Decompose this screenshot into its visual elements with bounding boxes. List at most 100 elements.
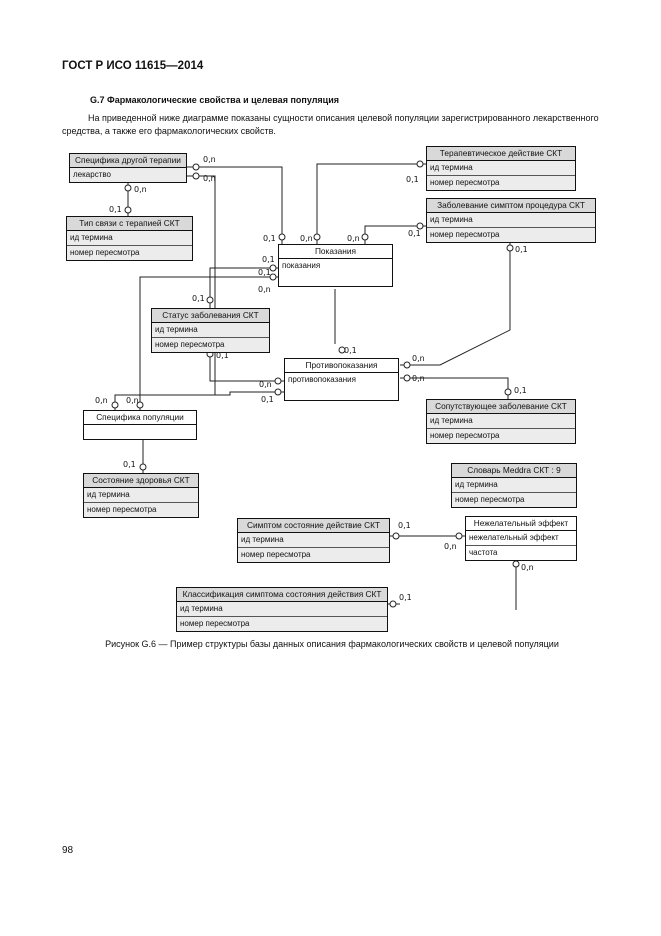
card-label: 0,1: [514, 386, 527, 395]
card-label: 0,1: [123, 460, 136, 469]
circle-therapy-2: [192, 172, 200, 180]
card-label: 0,n: [521, 563, 534, 572]
entity-link-type: Тип связи с терапией СКТ ид термина номе…: [66, 216, 193, 261]
entity-adverse-effect: Нежелательный эффект нежелательный эффек…: [465, 516, 577, 561]
entity-field: номер пересмотра: [84, 502, 198, 517]
card-label: 0,1: [398, 521, 411, 530]
card-label: 0,1: [344, 346, 357, 355]
card-label: 0,n: [300, 234, 313, 243]
entity-title: Терапевтическое действие СКТ: [427, 147, 575, 161]
entity-field: номер пересмотра: [427, 175, 575, 190]
entity-contraindications: Противопоказания противопоказания: [284, 358, 399, 401]
figure-caption: Рисунок G.6 — Пример структуры базы данн…: [105, 639, 559, 649]
entity-field: частота: [466, 545, 576, 560]
circle-comorbid: [504, 388, 512, 396]
intro-paragraph: На приведенной ниже диаграмме показаны с…: [62, 113, 599, 136]
card-label: 0,n: [203, 174, 216, 183]
card-label: 0,n: [259, 380, 272, 389]
entity-population-spec: Специфика популяции: [83, 410, 197, 440]
card-label: 0,1: [258, 268, 271, 277]
entity-field: ид термина: [84, 488, 198, 502]
entity-field: номер пересмотра: [177, 616, 387, 631]
entity-title: Словарь Meddra СКТ : 9: [452, 464, 576, 478]
entity-field: ид термина: [152, 323, 269, 337]
entity-field: ид термина: [238, 533, 389, 547]
circle-adverse-b: [512, 560, 520, 568]
circle-contra-1: [403, 361, 411, 369]
card-label: 0,n: [134, 185, 147, 194]
entity-title: Классификация симптома состояния действи…: [177, 588, 387, 602]
entity-field: противопоказания: [288, 375, 356, 384]
entity-field: номер пересмотра: [452, 492, 576, 507]
entity-title: Противопоказания: [285, 359, 398, 373]
circle-disease: [416, 222, 424, 230]
line-ind-status: [209, 267, 280, 308]
entity-indications: Показания показания: [278, 244, 393, 287]
line-disease-contra: [400, 241, 511, 366]
circle-ind-4: [269, 264, 277, 272]
entity-other-therapy-spec: Специфика другой терапии лекарство: [69, 153, 187, 183]
circle-status: [206, 296, 214, 304]
circle-link: [124, 184, 132, 192]
entity-symptom-classification: Классификация симптома состояния действи…: [176, 587, 388, 632]
circle-class: [389, 600, 397, 608]
entity-field: показания: [282, 261, 321, 270]
entity-title: Специфика другой терапии: [70, 154, 186, 168]
entity-health-state: Состояние здоровья СКТ ид термина номер …: [83, 473, 199, 518]
card-label: 0,n: [203, 155, 216, 164]
circle-contra-3: [274, 377, 282, 385]
card-label: 0,1: [515, 245, 528, 254]
card-label: 0,1: [262, 255, 275, 264]
circle-pop-1: [111, 401, 119, 409]
entity-therapeutic-action: Терапевтическое действие СКТ ид термина …: [426, 146, 576, 191]
circle-ind-3: [361, 233, 369, 241]
circle-ind-1: [278, 233, 286, 241]
entity-field: ид термина: [452, 478, 576, 492]
entity-field: номер пересмотра: [238, 547, 389, 562]
entity-field: номер пересмотра: [152, 337, 269, 352]
entity-title: Заболевание симптом процедура СКТ: [427, 199, 595, 213]
entity-meddra-dictionary: Словарь Meddra СКТ : 9 ид термина номер …: [451, 463, 577, 508]
entity-title: Статус заболевания СКТ: [152, 309, 269, 323]
circle-ind-5: [269, 273, 277, 281]
circle-health: [139, 463, 147, 471]
card-label: 0,1: [408, 229, 421, 238]
circle-pop-2: [136, 401, 144, 409]
circle-contra-4: [274, 388, 282, 396]
entity-title: Специфика популяции: [84, 411, 196, 425]
circle-symptom: [392, 532, 400, 540]
entity-title: Тип связи с терапией СКТ: [67, 217, 192, 231]
line-contra-pop: [170, 391, 285, 396]
card-label: 0,1: [192, 294, 205, 303]
entity-field: [84, 425, 196, 439]
line-status-contra: [209, 347, 285, 382]
entity-title: Сопутствующее заболевание СКТ: [427, 400, 575, 414]
card-label: 0,1: [109, 205, 122, 214]
circle-therapy-1: [192, 163, 200, 171]
entity-field: нежелательный эффект: [469, 533, 559, 542]
entity-symptom-state-action: Симптом состояние действие СКТ ид термин…: [237, 518, 390, 563]
entity-title: Состояние здоровья СКТ: [84, 474, 198, 488]
line-ind-pop: [139, 276, 280, 411]
card-label: 0,n: [258, 285, 271, 294]
entity-field: номер пересмотра: [67, 245, 192, 260]
entity-field: лекарство: [70, 168, 186, 182]
entity-title: Показания: [279, 245, 392, 259]
card-label: 0,n: [444, 542, 457, 551]
entity-disease-status: Статус заболевания СКТ ид термина номер …: [151, 308, 270, 353]
entity-title: Нежелательный эффект: [466, 517, 576, 531]
entity-field: номер пересмотра: [427, 227, 595, 242]
entity-disease-procedure: Заболевание симптом процедура СКТ ид тер…: [426, 198, 596, 243]
line-therapy-indications: [186, 166, 283, 244]
card-label: 0,1: [406, 175, 419, 184]
entity-field: ид термина: [427, 213, 595, 227]
card-label: 0,n: [95, 396, 108, 405]
section-title: G.7 Фармакологические свойства и целевая…: [90, 95, 339, 105]
document-header: ГОСТ Р ИСО 11615—2014: [62, 60, 204, 72]
card-label: 0,n: [412, 354, 425, 363]
card-label: 0,1: [263, 234, 276, 243]
card-label: 0,n: [347, 234, 360, 243]
circle-contra-top: [338, 346, 346, 354]
entity-field: ид термина: [427, 414, 575, 428]
